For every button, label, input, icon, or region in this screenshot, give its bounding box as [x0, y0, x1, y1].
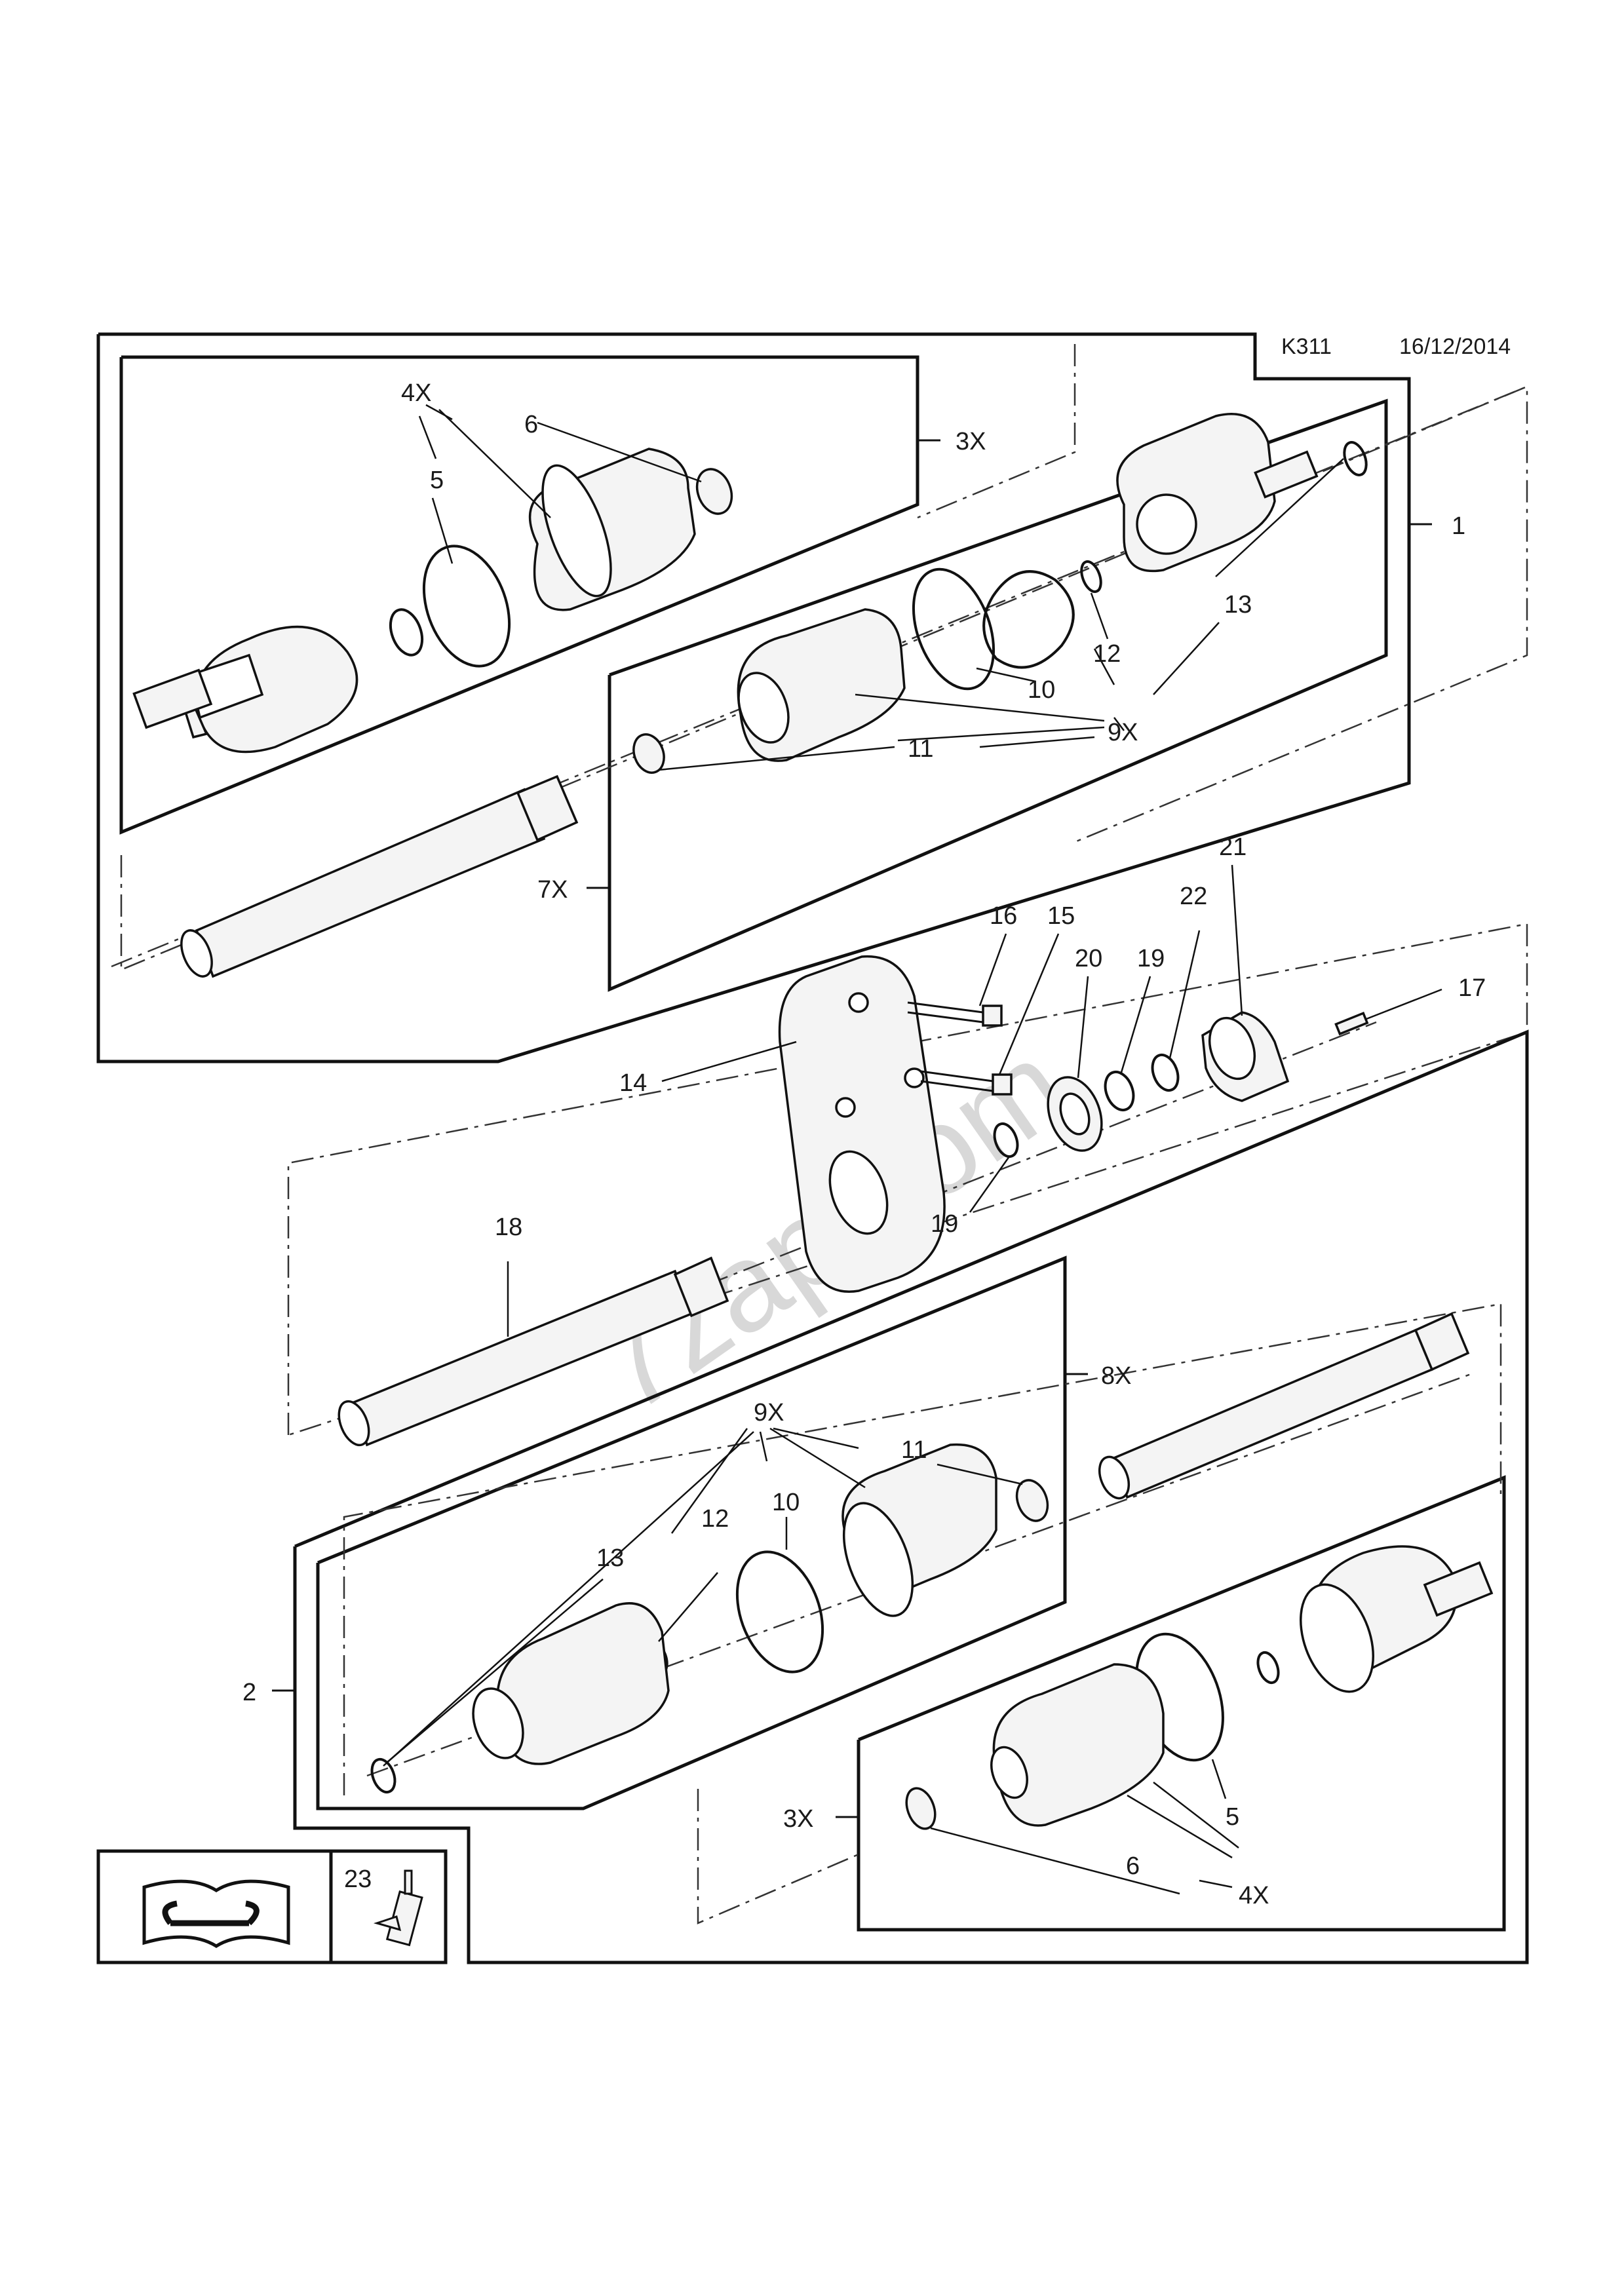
- label-8x: 8X: [1101, 1362, 1131, 1390]
- half-shaft-top: [180, 775, 579, 978]
- callout-labels: 4X 6 5 3X 1 13 12 10 9X 11 7X 21 22 16 1…: [242, 379, 1486, 1909]
- small-clamp-6-top: [695, 468, 733, 515]
- assembly-1-frame: [96, 332, 1411, 1063]
- kit-3x-top-frame: [119, 355, 919, 835]
- diagram-date: 16/12/2014: [1399, 334, 1511, 359]
- circlip-top-left: [389, 608, 424, 657]
- rail-bottom-upper: [343, 1303, 1502, 1795]
- label-23: 23: [344, 1866, 372, 1893]
- leaders-middle: [507, 864, 1442, 1337]
- legend-box: [96, 1849, 448, 1964]
- label-4x-top: 4X: [401, 379, 431, 407]
- label-9x-top: 9X: [1108, 719, 1138, 746]
- boot-inner-bottom: [841, 1443, 997, 1617]
- seal-ring-top: [982, 570, 1075, 669]
- leaders-top: [418, 404, 1344, 771]
- label-10-bottom: 10: [772, 1489, 800, 1516]
- label-11-bottom: 11: [901, 1436, 927, 1464]
- label-19-lower: 19: [931, 1210, 958, 1238]
- label-6-bottom: 6: [1126, 1852, 1140, 1880]
- bleed-screw-17: [1334, 1011, 1369, 1036]
- label-1: 1: [1452, 512, 1465, 540]
- kit-3x-bottom-frame: [857, 1475, 1506, 1932]
- label-21: 21: [1219, 833, 1247, 861]
- label-6-top: 6: [524, 411, 538, 438]
- label-9x-bottom: 9X: [754, 1399, 784, 1426]
- inner-joint-housing-bottom: [472, 1602, 670, 1765]
- half-shaft-bottom: [1098, 1312, 1470, 1500]
- label-3x-top: 3X: [956, 428, 986, 455]
- label-10-top: 10: [1028, 676, 1055, 704]
- label-18: 18: [495, 1214, 522, 1241]
- small-clamp-6-bottom: [905, 1787, 937, 1830]
- label-5-bottom: 5: [1226, 1803, 1239, 1831]
- bolt-16: [907, 1001, 1003, 1027]
- label-20: 20: [1075, 945, 1102, 972]
- inner-joint-housing-top: [1116, 413, 1319, 573]
- kit-8x-frame: [316, 1255, 1067, 1810]
- intermediate-shaft-18: [338, 1256, 729, 1447]
- label-5-top: 5: [430, 467, 444, 494]
- circlip-13-bottom: [370, 1757, 396, 1794]
- label-4x-bottom: 4X: [1239, 1882, 1269, 1909]
- small-clamp-11-bottom: [1015, 1479, 1049, 1522]
- bearing-bracket-14: [778, 955, 946, 1293]
- band-clamp-10-top: [912, 567, 996, 691]
- label-3x-bottom: 3X: [783, 1805, 813, 1833]
- boot-outer-top: [528, 448, 696, 611]
- leaders-bottom: [383, 1427, 1239, 1895]
- circlip-19-left: [993, 1122, 1019, 1158]
- circlip-bottom-right: [1256, 1651, 1280, 1685]
- bearing-20-bore: [1059, 1092, 1091, 1136]
- label-19-upper: 19: [1137, 945, 1165, 972]
- boot-inner-top: [737, 608, 906, 762]
- rail-middle: [287, 923, 1528, 1436]
- label-11-top: 11: [908, 735, 933, 763]
- label-2: 2: [242, 1679, 256, 1706]
- boot-outer-bottom: [990, 1663, 1165, 1827]
- label-13-top: 13: [1224, 591, 1252, 619]
- outer-cv-joint-top: [132, 625, 358, 754]
- small-clamp-11-top: [632, 733, 665, 774]
- band-clamp-5-top: [422, 545, 511, 668]
- assembly-2-frame: [293, 1029, 1529, 1964]
- label-7x: 7X: [537, 876, 568, 904]
- label-22: 22: [1180, 883, 1207, 910]
- diagram-code: K311: [1281, 334, 1332, 359]
- label-15: 15: [1047, 902, 1075, 930]
- flange-21: [1201, 1011, 1290, 1102]
- label-12-bottom: 12: [701, 1505, 729, 1533]
- bolt-15: [920, 1070, 1013, 1096]
- rail-bottom-lower: [697, 1789, 859, 1924]
- sealant-tube-icon: [373, 1869, 423, 1947]
- circlip-13-top-right: [1343, 441, 1368, 476]
- circlip-19-right: [1104, 1070, 1135, 1112]
- label-14: 14: [619, 1069, 647, 1097]
- manual-book-icon: [142, 1879, 290, 1948]
- band-clamp-10-bottom: [735, 1550, 824, 1674]
- label-13-bottom: 13: [596, 1544, 624, 1572]
- outer-cv-joint-bottom: [1299, 1545, 1494, 1693]
- rail-top-inner: [917, 344, 1076, 519]
- seal-22: [1151, 1053, 1180, 1092]
- label-17: 17: [1458, 974, 1486, 1002]
- label-16: 16: [990, 902, 1017, 930]
- label-12-top: 12: [1093, 640, 1121, 668]
- circlip-12-top: [1080, 560, 1102, 593]
